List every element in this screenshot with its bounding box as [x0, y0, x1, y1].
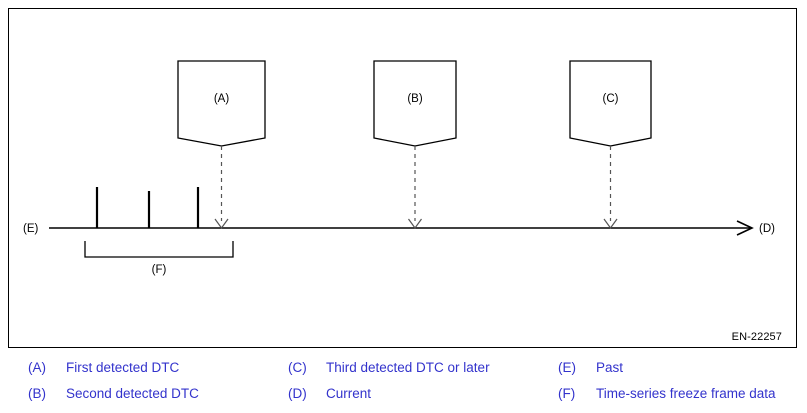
dashed-arrowhead-b: [408, 218, 422, 230]
figure-code-label: EN-22257: [731, 331, 782, 343]
legend-key-e: (E): [558, 360, 576, 375]
timeline-arrowhead-right: [736, 220, 754, 236]
event-marker-a: (A): [177, 60, 266, 230]
pentagon-shape-a: [177, 60, 266, 147]
pentagon-shape-c: [569, 60, 652, 147]
legend-key-c: (C): [288, 360, 307, 375]
event-marker-c: (C): [569, 60, 652, 230]
event-marker-b: (B): [373, 60, 457, 230]
pentagon-label-a: (A): [214, 93, 230, 105]
legend-row-1: (A) First detected DTC (C) Third detecte…: [0, 356, 807, 380]
pentagon-label-c: (C): [603, 93, 619, 105]
dashed-arrowhead-c: [603, 218, 618, 230]
dashed-arrowhead-a: [214, 218, 229, 230]
legend-key-f: (F): [558, 386, 576, 401]
legend-text-f: Time-series freeze frame data: [596, 386, 776, 401]
bracket-path: [84, 241, 234, 258]
freeze-frame-bracket: [84, 241, 234, 258]
legend-text-d: Current: [326, 386, 372, 401]
legend: (A) First detected DTC (C) Third detecte…: [0, 352, 807, 413]
diagram-frame: (E) (D) (F) (A) (B): [8, 8, 797, 348]
pentagon-label-b: (B): [407, 93, 423, 105]
legend-row-2: (B) Second detected DTC (D) Current (F) …: [0, 382, 807, 406]
timeline-start-label: (E): [23, 223, 39, 235]
legend-key-d: (D): [288, 386, 307, 401]
freeze-frame-ticks: [95, 187, 200, 228]
timeline-axis: [49, 220, 754, 236]
legend-text-e: Past: [596, 360, 624, 375]
legend-key-b: (B): [28, 386, 46, 401]
bracket-label-f: (F): [152, 264, 167, 276]
legend-text-c: Third detected DTC or later: [326, 360, 490, 375]
legend-text-b: Second detected DTC: [66, 386, 199, 401]
legend-text-a: First detected DTC: [66, 360, 180, 375]
timeline-end-label: (D): [759, 223, 775, 235]
pentagon-shape-b: [373, 60, 457, 147]
legend-key-a: (A): [28, 360, 46, 375]
timeline-diagram-svg: (E) (D) (F) (A) (B): [23, 60, 775, 276]
